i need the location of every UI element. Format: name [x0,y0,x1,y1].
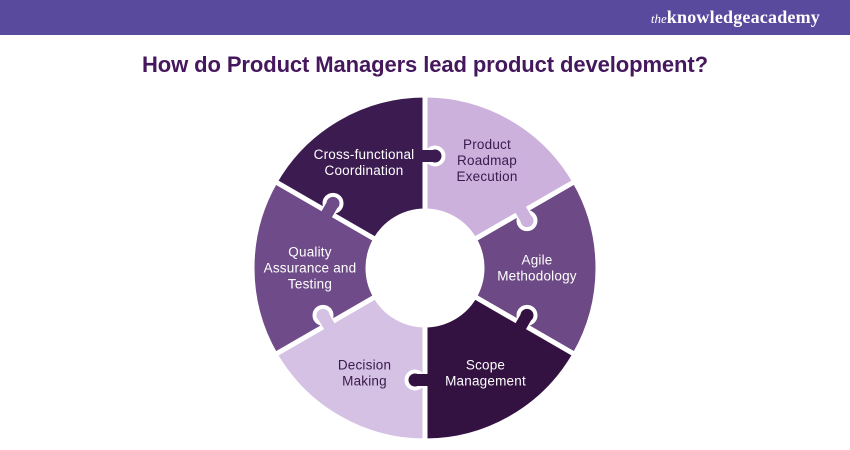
puzzle-segment-quality-assurance-and-testing [249,179,379,357]
puzzle-tab-neck [318,314,337,333]
puzzle-tab-neck [513,203,532,222]
puzzle-tab-neck [419,150,433,162]
puzzle-segment-cross-functional-coordination [272,92,428,242]
header-bar: theknowledgeacademy [0,0,850,35]
logo-knowledge: knowledge [666,6,751,27]
puzzle-tab-neck [319,202,338,221]
puzzle-tab-neck [417,374,431,386]
puzzle-segment-decision-making [272,294,428,444]
puzzle-segment-scope-management [422,294,578,444]
puzzle-segment-product-roadmap-execution [422,92,578,242]
puzzle-tab-neck [513,314,532,333]
brand-logo: theknowledgeacademy [651,0,850,36]
logo-the: the [650,10,667,26]
logo-academy: academy [750,6,820,27]
page-title: How do Product Managers lead product dev… [142,52,708,77]
puzzle-segment-agile-methodology [471,179,601,357]
